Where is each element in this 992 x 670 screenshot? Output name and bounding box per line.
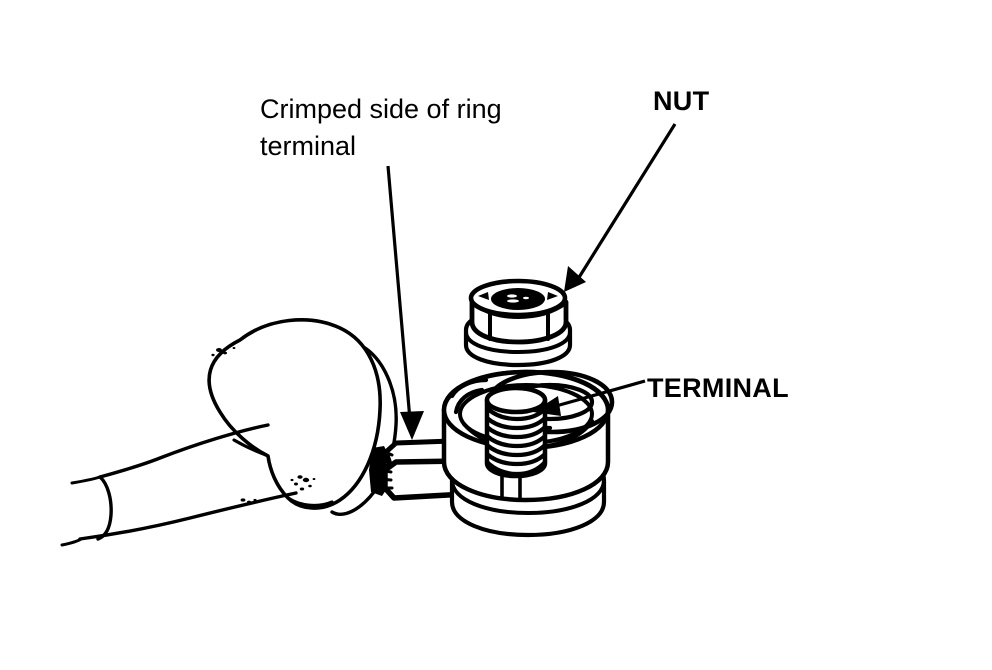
- callout-crimped-side: Crimped side of ring terminal: [260, 94, 502, 440]
- boot-texture-speckles: [211, 347, 316, 504]
- nut-arrow-head: [564, 266, 586, 292]
- terminal-label: TERMINAL: [647, 373, 789, 403]
- callout-nut: NUT: [564, 86, 710, 292]
- crimped-side-arrow-head: [400, 411, 424, 440]
- nut-leader-line: [576, 123, 677, 280]
- callout-terminal: TERMINAL: [533, 373, 789, 416]
- terminal-leader-line: [555, 379, 646, 408]
- flange-nut-part: [463, 278, 573, 368]
- rubber-boot-part: [207, 318, 398, 516]
- threaded-stud-part: [484, 385, 548, 479]
- stud-threads: [484, 406, 548, 477]
- crimped-side-label-line1: Crimped side of ring: [260, 94, 502, 124]
- crimped-side-label-line2: terminal: [260, 131, 356, 161]
- terminal-arrow-head: [533, 396, 561, 416]
- nut-hole-highlights: [507, 294, 529, 303]
- cable-sleeve-part: [60, 423, 298, 547]
- nut-label: NUT: [653, 86, 710, 116]
- crimped-side-leader-line: [386, 165, 412, 421]
